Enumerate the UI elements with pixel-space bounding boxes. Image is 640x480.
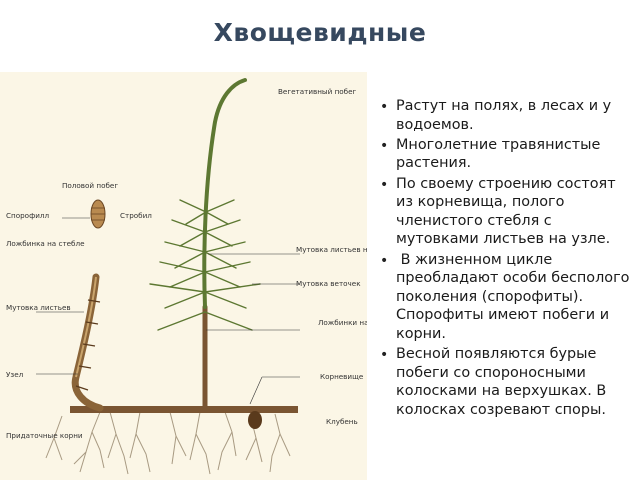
label-sporophyll: Спорофилл: [6, 211, 49, 220]
bullet-dot-icon: •: [380, 99, 389, 115]
bullet-text: Растут на полях, в лесах и у водоемов.: [396, 98, 612, 133]
label-internode-furrow: Ложбинки на междоузлии: [318, 318, 367, 327]
bullet-text: Многолетние травянистые растения.: [396, 136, 601, 172]
bullet-text: Весной появляются бурые побеги со спорон…: [396, 346, 607, 418]
bullet-dot-icon: •: [380, 176, 389, 193]
bullet-item: • Растут на полях, в лесах и у водоемов.: [380, 97, 636, 134]
label-adventitious-roots: Придаточные корни: [6, 431, 83, 440]
bullet-item: • По своему строению состоят из корневища…: [380, 175, 636, 249]
label-tuber: Клубень: [326, 417, 358, 426]
label-strobilus: Стробил: [120, 211, 152, 220]
rhizome: [70, 406, 298, 413]
label-stem-furrow: Ложбинка на стебле: [6, 239, 85, 248]
bullet-dot-icon: •: [380, 252, 389, 269]
label-branch-whorl: Мутовка веточек: [296, 279, 361, 288]
bullet-text: По своему строению состоят из корневища,…: [396, 175, 616, 248]
bullet-item: • Весной появляются бурые побеги со споро…: [380, 345, 636, 419]
bullet-item: • Многолетние травянистые растения.: [380, 136, 636, 173]
bullet-dot-icon: •: [380, 137, 389, 154]
label-leaf-whorl-node: Мутовка листьев на узле: [296, 245, 367, 254]
label-sexual-shoot: Половой побег: [62, 181, 118, 190]
sexual-shoot: [71, 199, 106, 412]
bullet-text: В жизненном цикле преобладают особи бесп…: [396, 251, 635, 342]
adventitious-roots: [45, 411, 291, 475]
label-leaf-whorl-left: Мутовка листьев: [6, 303, 71, 312]
bullet-item: • В жизненном цикле преобладают особи бе…: [380, 251, 636, 344]
label-vegetative-shoot: Вегетативный побег: [278, 87, 357, 96]
slide-title: Хвощевидные: [213, 18, 427, 47]
horsetail-diagram: Вегетативный побег Половой побег Спорофи…: [0, 72, 367, 480]
tuber: [248, 411, 262, 429]
label-node: Узел: [6, 370, 23, 379]
horsetail-illustration: Вегетативный побег Половой побег Спорофи…: [6, 78, 367, 475]
bullet-dot-icon: •: [380, 347, 389, 364]
leader-lines: [36, 217, 300, 405]
bullet-list: •Растут на полях, в лесах и у водоемов. …: [380, 97, 636, 421]
label-rhizome: Корневище: [320, 372, 364, 381]
vegetative-shoot: [149, 78, 261, 409]
